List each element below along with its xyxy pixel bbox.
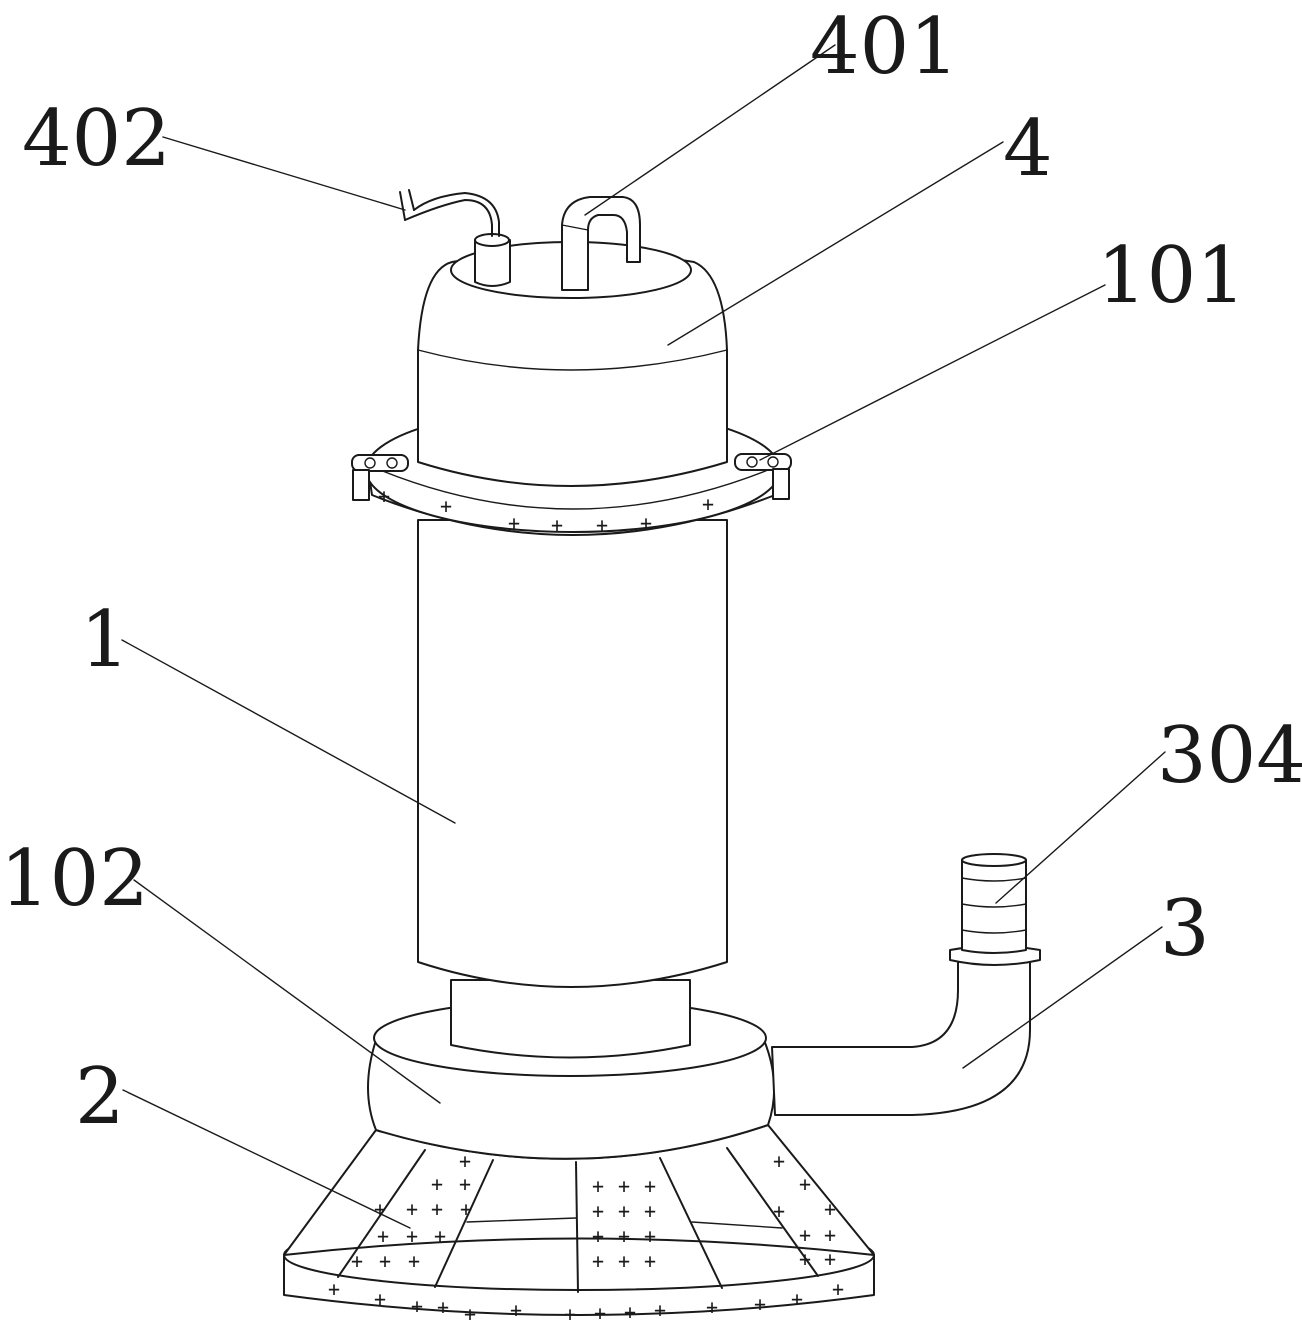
texture-plus-mark: + bbox=[654, 1298, 666, 1322]
label-304: 304 bbox=[1157, 711, 1302, 801]
texture-plus-mark: + bbox=[437, 1295, 449, 1319]
texture-plus-mark: + bbox=[459, 1172, 471, 1196]
label-101: 101 bbox=[1097, 231, 1246, 321]
leader-lines bbox=[121, 44, 1166, 1229]
texture-plus-mark: + bbox=[791, 1287, 803, 1311]
texture-plus-mark: + bbox=[706, 1295, 718, 1319]
texture-plus-mark: + bbox=[799, 1223, 811, 1247]
texture-plus-mark: + bbox=[799, 1247, 811, 1271]
texture-plus-mark: + bbox=[406, 1224, 418, 1248]
label-402: 402 bbox=[22, 94, 171, 184]
texture-plus-mark: + bbox=[618, 1224, 630, 1248]
texture-plus-mark: + bbox=[618, 1199, 630, 1223]
texture-plus-mark: + bbox=[644, 1174, 656, 1198]
label-102: 102 bbox=[0, 834, 149, 924]
pump-housing bbox=[367, 979, 776, 1160]
label-2: 2 bbox=[75, 1052, 125, 1142]
texture-plus-mark: + bbox=[564, 1302, 576, 1326]
texture-plus-mark: + bbox=[379, 1249, 391, 1273]
texture-plus-mark: + bbox=[459, 1149, 471, 1173]
texture-plus-mark: + bbox=[618, 1249, 630, 1273]
texture-plus-mark: + bbox=[624, 1300, 636, 1324]
texture-plus-mark: + bbox=[702, 492, 714, 516]
filter-base bbox=[283, 1124, 875, 1316]
texture-plus-mark: + bbox=[592, 1174, 604, 1198]
texture-plus-mark: + bbox=[374, 1287, 386, 1311]
texture-plus-mark: + bbox=[618, 1174, 630, 1198]
texture-plus-mark: + bbox=[824, 1197, 836, 1221]
texture-plus-mark: + bbox=[411, 1294, 423, 1318]
texture-plus-mark: + bbox=[464, 1302, 476, 1326]
texture-plus-mark: + bbox=[592, 1199, 604, 1223]
texture-plus-mark: + bbox=[640, 511, 652, 535]
texture-plus-mark: + bbox=[431, 1172, 443, 1196]
texture-plus-mark: + bbox=[594, 1301, 606, 1325]
texture-plus-mark: + bbox=[773, 1149, 785, 1173]
texture-plus-mark: + bbox=[377, 1224, 389, 1248]
texture-plus-mark: + bbox=[773, 1199, 785, 1223]
texture-plus-mark: + bbox=[754, 1292, 766, 1316]
label-401: 401 bbox=[810, 2, 959, 92]
label-3: 3 bbox=[1160, 884, 1210, 974]
texture-plus-mark: + bbox=[592, 1249, 604, 1273]
reference-labels: 401 402 4 101 1 304 102 3 2 bbox=[0, 2, 1302, 1142]
texture-plus-mark: + bbox=[824, 1247, 836, 1271]
label-4: 4 bbox=[1003, 104, 1053, 194]
texture-plus-mark: + bbox=[644, 1224, 656, 1248]
texture-plus-mark: + bbox=[434, 1224, 446, 1248]
texture-plus-mark: + bbox=[406, 1197, 418, 1221]
texture-plus-mark: + bbox=[799, 1172, 811, 1196]
label-1: 1 bbox=[80, 595, 130, 685]
texture-plus-mark: + bbox=[408, 1249, 420, 1273]
texture-plus-mark: + bbox=[374, 1197, 386, 1221]
texture-plus-mark: + bbox=[644, 1249, 656, 1273]
texture-plus-mark: + bbox=[832, 1277, 844, 1301]
texture-plus-mark: + bbox=[328, 1277, 340, 1301]
lifting-handle bbox=[561, 196, 641, 291]
texture-plus-mark: + bbox=[351, 1249, 363, 1273]
texture-plus-mark: + bbox=[510, 1298, 522, 1322]
filter-texture: ++++++++++++++++++++++++++++++++++++++++… bbox=[328, 484, 844, 1326]
texture-plus-mark: + bbox=[460, 1197, 472, 1221]
outlet-pipe bbox=[771, 853, 1041, 1116]
texture-plus-mark: + bbox=[440, 494, 452, 518]
texture-plus-mark: + bbox=[644, 1199, 656, 1223]
texture-plus-mark: + bbox=[508, 511, 520, 535]
texture-plus-mark: + bbox=[431, 1197, 443, 1221]
texture-plus-mark: + bbox=[596, 513, 608, 537]
texture-plus-mark: + bbox=[824, 1223, 836, 1247]
texture-plus-mark: + bbox=[378, 484, 390, 508]
pump-body bbox=[417, 519, 728, 988]
texture-plus-mark: + bbox=[592, 1224, 604, 1248]
texture-plus-mark: + bbox=[551, 513, 563, 537]
cable-gland bbox=[399, 189, 511, 287]
